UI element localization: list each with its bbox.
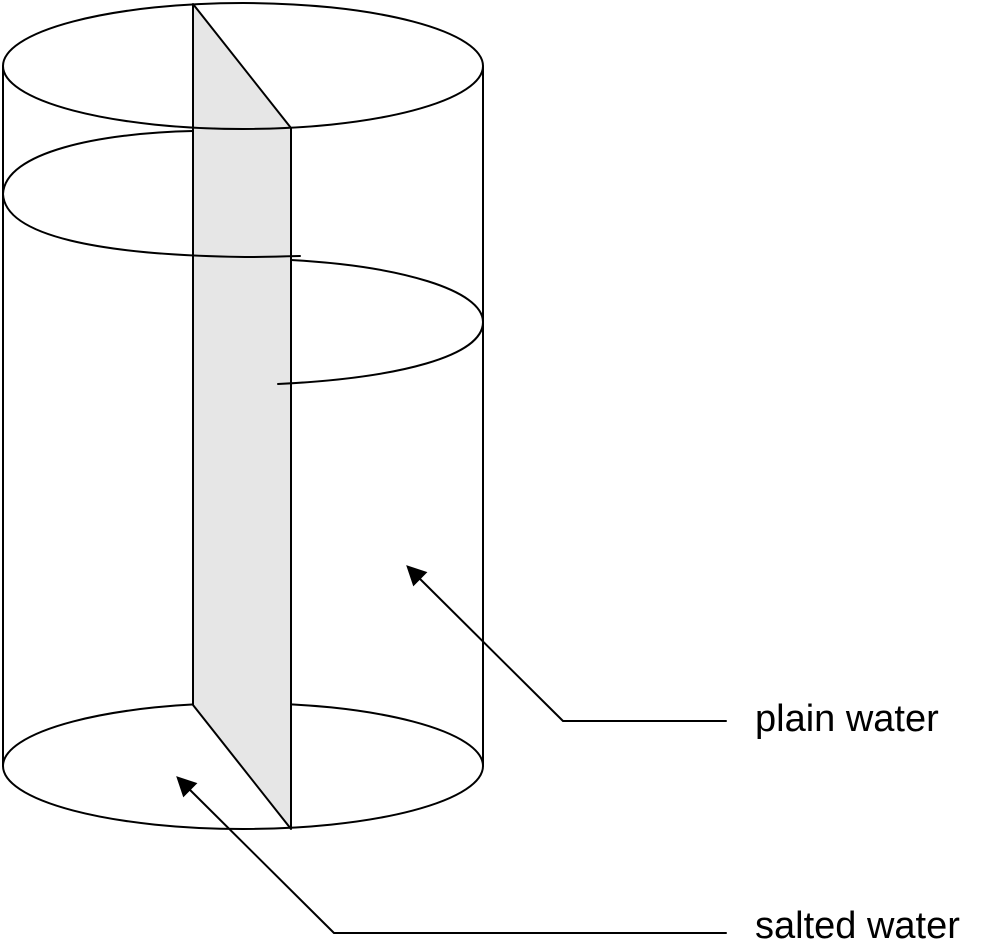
cylinder-top-ellipse	[2, 2, 484, 130]
plain-water-arrow	[406, 565, 727, 722]
water-surface-right	[277, 259, 484, 385]
plain-water-label: plain water	[755, 698, 939, 740]
partition-plate	[192, 3, 292, 830]
water-surface-left	[2, 130, 301, 258]
salted-water-arrow	[176, 776, 727, 934]
salted-water-label: salted water	[755, 905, 960, 947]
